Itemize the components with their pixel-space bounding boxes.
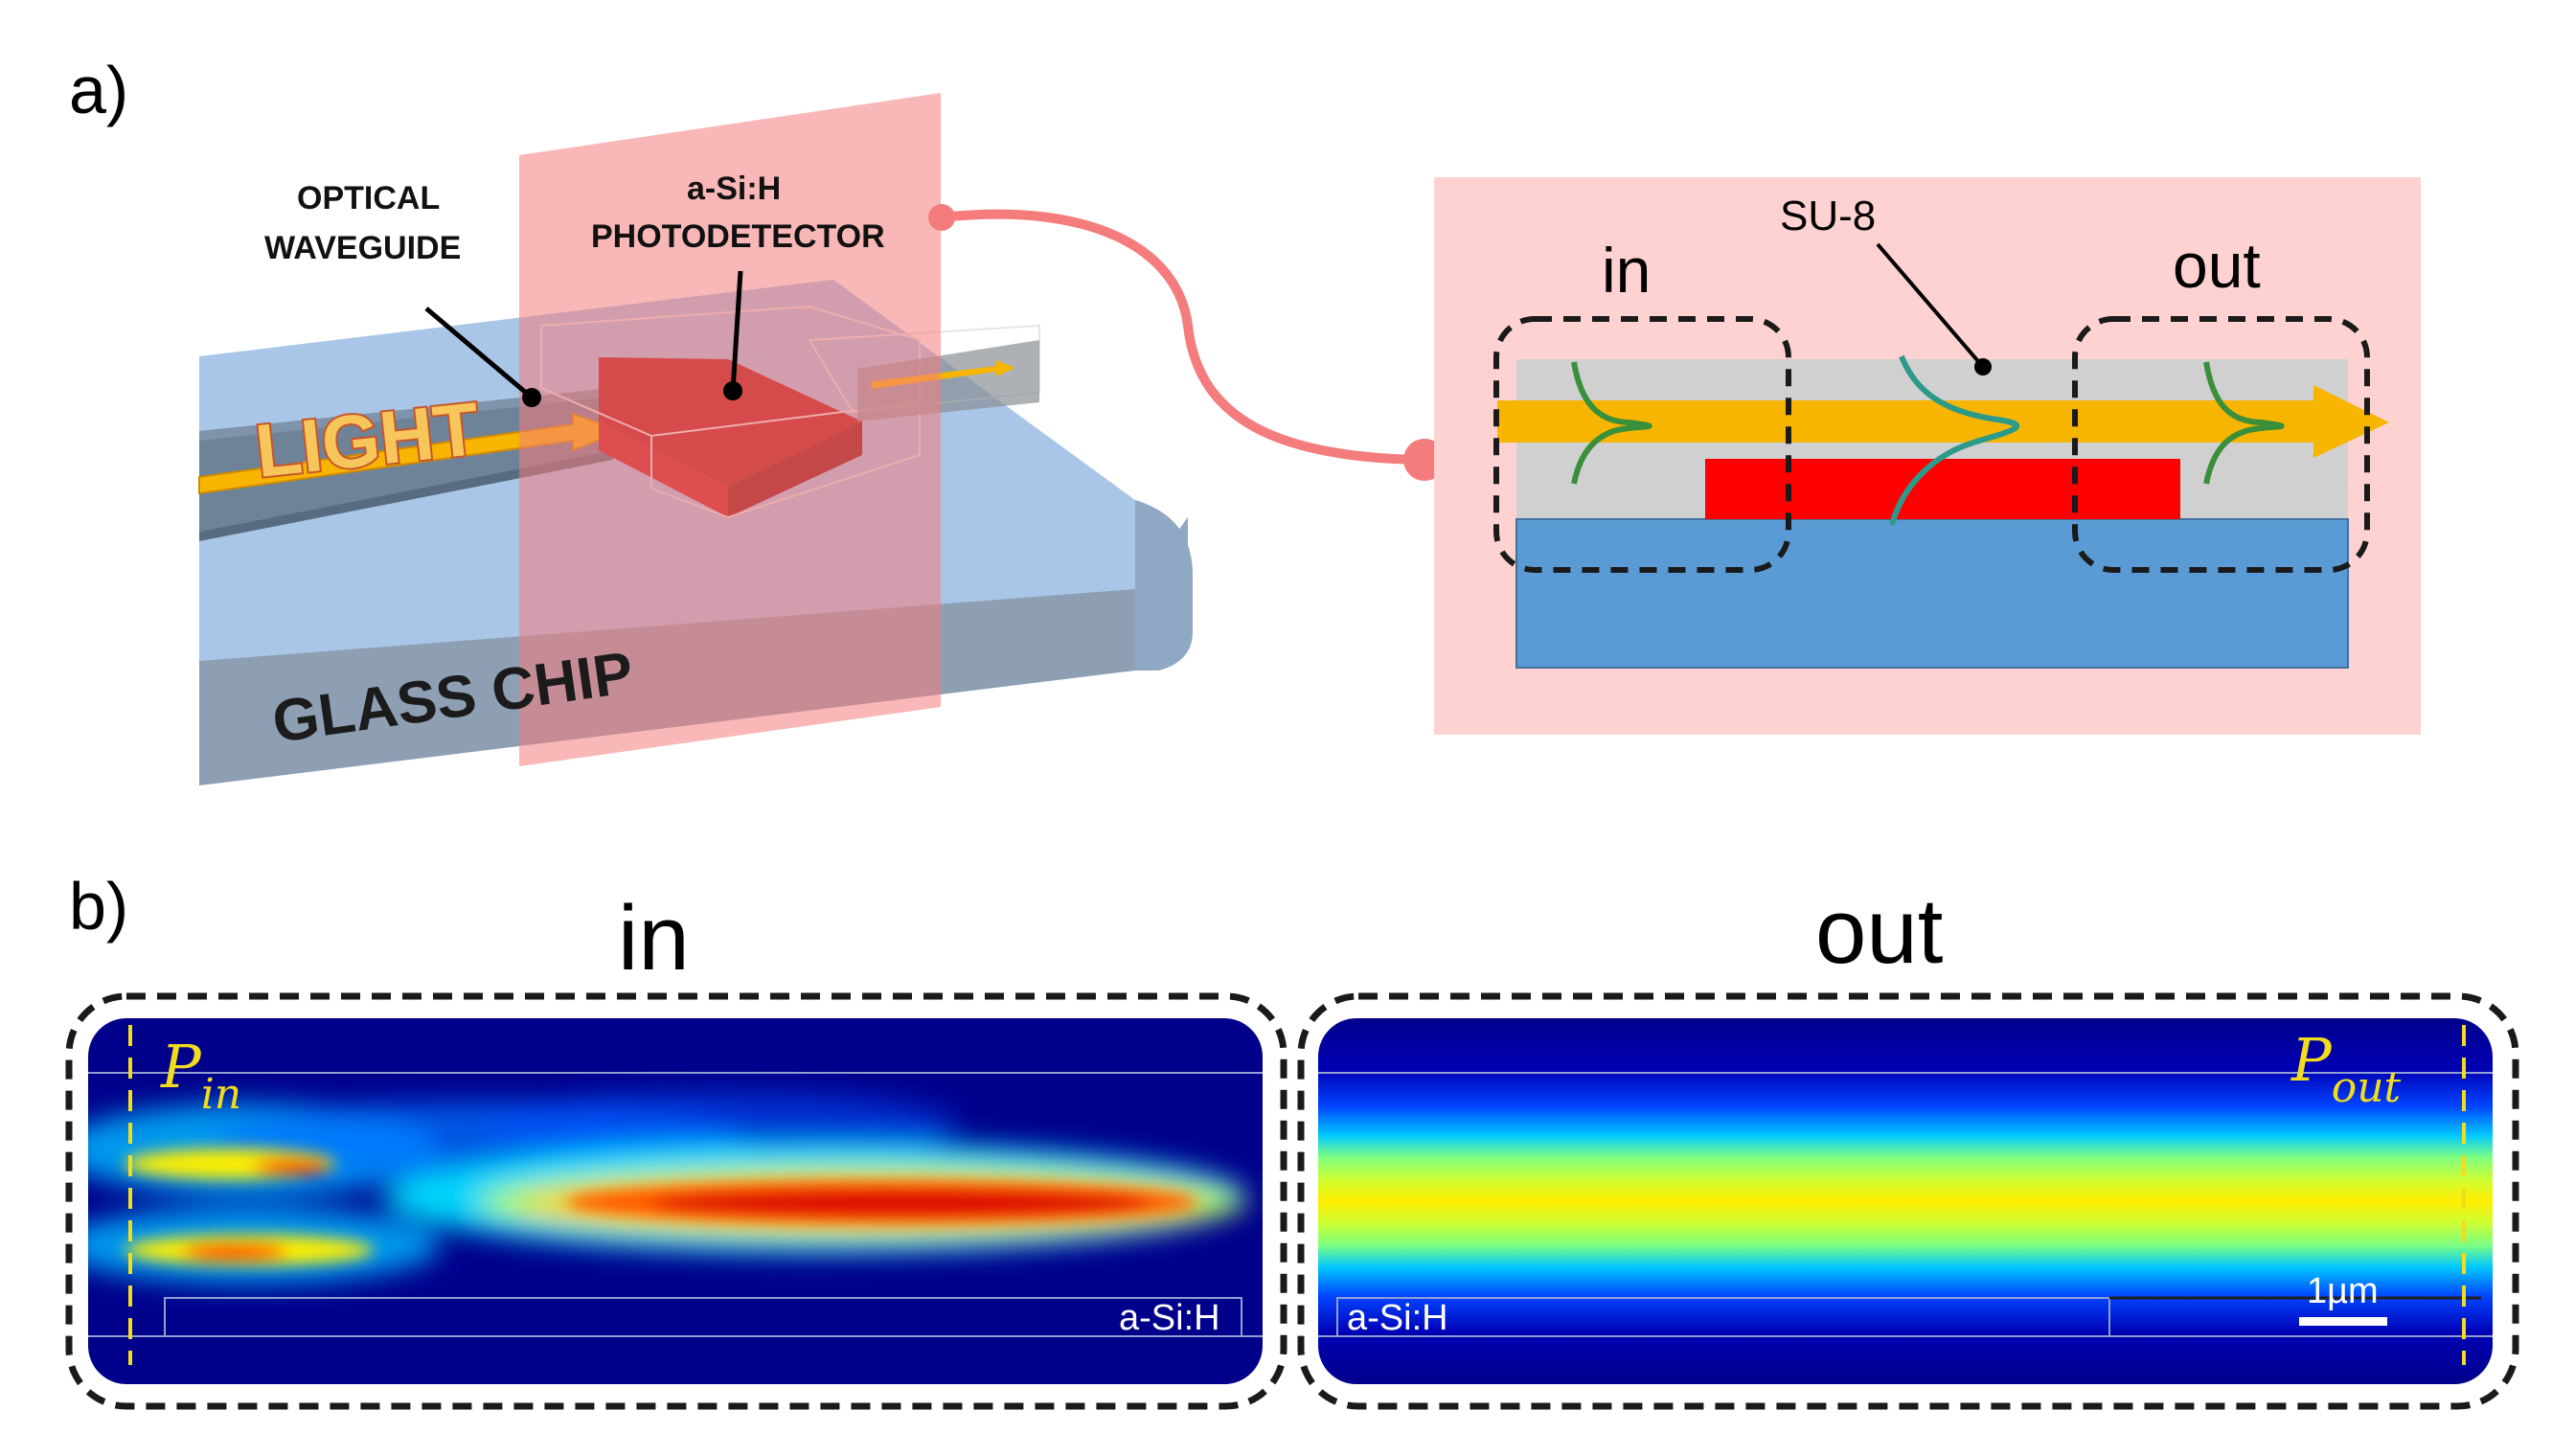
- in-region-dashed-box: [1493, 316, 1791, 573]
- panel-a-label: a): [69, 53, 128, 127]
- p-in-main: P: [160, 1032, 202, 1102]
- asih-right-label: a-Si:H: [1347, 1298, 1448, 1338]
- p-out-label: Pout: [2290, 1025, 2402, 1112]
- p-out-main: P: [2290, 1025, 2333, 1095]
- in-field-map: [88, 1018, 1263, 1384]
- mode-profile-in: [1571, 361, 1652, 485]
- substrate-layer: [1515, 518, 2349, 669]
- cross-section-out-label: out: [2173, 230, 2261, 301]
- cross-section-in-label: in: [1602, 235, 1651, 306]
- waveguide-pointer-dot: [522, 388, 541, 407]
- asih-left-label: a-Si:H: [1119, 1298, 1220, 1338]
- cross-section: [1434, 177, 2421, 735]
- p-in-label: Pin: [160, 1032, 241, 1119]
- waveguide-pointer-line: [424, 307, 534, 399]
- detector-pointer-dot: [723, 381, 742, 400]
- su8-label: SU-8: [1780, 193, 1876, 239]
- mode-profile-mid: [1889, 354, 2020, 526]
- in-field-dashed-frame: [65, 992, 1287, 1410]
- cut-plane: [519, 93, 941, 766]
- out-field-dashed-frame: [1297, 992, 2519, 1410]
- out-field-map: [1318, 1018, 2493, 1384]
- p-out-sub: out: [2332, 1063, 2402, 1112]
- plane-connector: [941, 209, 1425, 465]
- scale-bar-label: 1µm: [2307, 1271, 2379, 1311]
- waveguide-label-line1: OPTICAL: [297, 180, 440, 216]
- out-region-dashed-box: [2072, 316, 2370, 573]
- plane-connector-start-dot: [928, 204, 955, 231]
- out-field-title: out: [1815, 880, 1943, 983]
- detector-pointer-line: [730, 270, 743, 392]
- mode-profile-out: [2203, 361, 2285, 485]
- detector-label-line1: a-Si:H: [687, 171, 781, 207]
- cross-section-light-arrow: [1497, 385, 2389, 458]
- in-field-title: in: [618, 887, 690, 990]
- waveguide-label-line2: WAVEGUIDE: [264, 230, 461, 266]
- su8-pointer-line: [1876, 242, 1985, 369]
- absorber-layer: [1705, 459, 2180, 519]
- detector-label-line2: PHOTODETECTOR: [591, 218, 885, 255]
- scale-bar: [2299, 1317, 2387, 1326]
- p-in-sub: in: [201, 1070, 241, 1119]
- su8-pointer-dot: [1974, 358, 1992, 375]
- panel-b-label: b): [69, 869, 128, 944]
